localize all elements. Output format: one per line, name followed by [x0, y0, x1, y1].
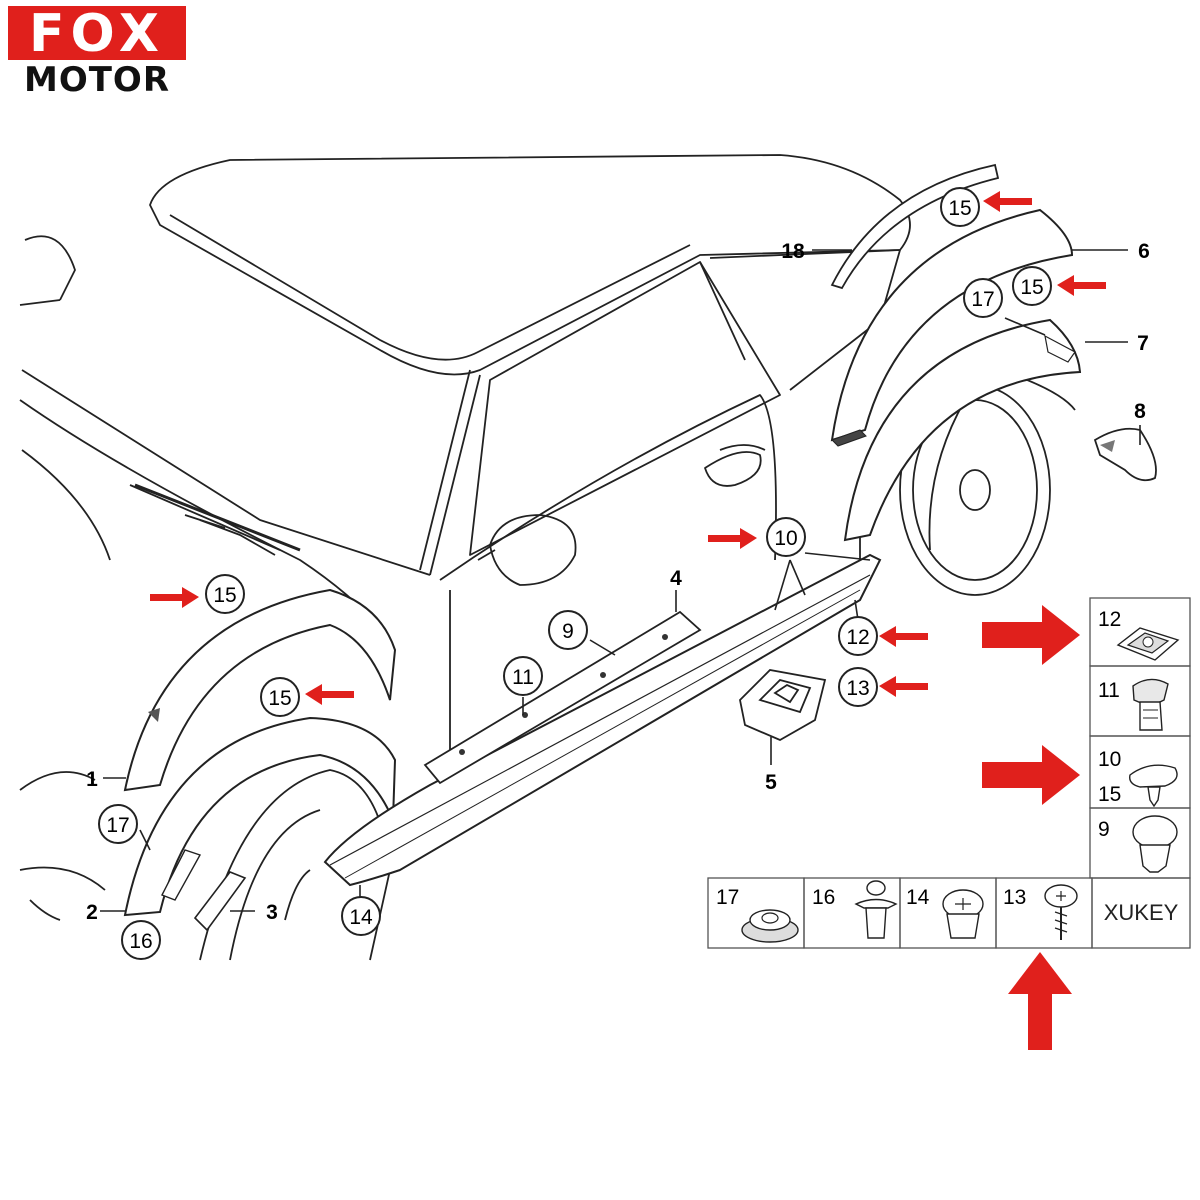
legend-cell-11: 11: [1098, 678, 1169, 731]
svg-text:16: 16: [812, 886, 835, 909]
legend-cell-13: 13: [1003, 884, 1078, 940]
svg-text:15: 15: [948, 197, 971, 220]
red-arrow-left: [1057, 275, 1106, 296]
part-18-trim-strip: [830, 163, 1000, 290]
callout-6: 6: [1138, 240, 1150, 263]
svg-text:11: 11: [512, 666, 534, 689]
svg-text:16: 16: [129, 930, 152, 953]
callout-9: 9: [548, 610, 588, 650]
big-red-arrow-right: [982, 605, 1080, 665]
svg-text:12: 12: [846, 626, 869, 649]
callout-8: 8: [1134, 400, 1146, 423]
big-red-arrow-up: [1008, 952, 1072, 1050]
svg-text:15: 15: [213, 584, 236, 607]
svg-text:17: 17: [971, 288, 994, 311]
svg-text:9: 9: [562, 620, 574, 643]
svg-text:13: 13: [1003, 886, 1026, 909]
part-6-rear-wheel-arch: [830, 208, 1074, 442]
car-body-outline: [19, 154, 1076, 921]
callout-5: 5: [765, 771, 777, 794]
leader-lines: [100, 249, 1141, 912]
part-9-inner-strip: [423, 610, 702, 785]
callout-15-rear-mid: 15: [1012, 266, 1052, 306]
legend-cell-17: 17: [716, 886, 799, 943]
callout-17-rear: 17: [963, 278, 1003, 318]
part-2-front-inner-arch: [123, 716, 397, 917]
red-arrows: [150, 191, 1106, 1050]
callout-16: 16: [121, 920, 161, 960]
svg-text:14: 14: [349, 906, 373, 929]
part-4-side-skirt: [323, 553, 882, 887]
red-arrow-left: [305, 684, 354, 705]
svg-text:15: 15: [268, 687, 291, 710]
svg-text:10: 10: [774, 527, 797, 550]
logo-motor-text: MOTOR: [23, 60, 170, 100]
logo-fox-text: FOX: [8, 6, 186, 62]
callout-11: 11: [503, 656, 543, 696]
svg-text:14: 14: [906, 886, 930, 909]
svg-text:15: 15: [1020, 276, 1043, 299]
svg-text:12: 12: [1098, 608, 1121, 631]
big-red-arrow-right: [982, 745, 1080, 805]
part-3-flap: [193, 871, 247, 932]
svg-text:11: 11: [1098, 679, 1120, 702]
part-1-front-wheel-arch: [123, 588, 397, 792]
part-7-rear-inner-arch: [843, 318, 1082, 542]
callout-2: 2: [86, 901, 98, 924]
legend-cell-12: 12: [1098, 608, 1180, 661]
svg-text:10: 10: [1098, 748, 1121, 771]
svg-text:17: 17: [716, 886, 739, 909]
callout-3: 3: [266, 901, 278, 924]
part-8-end-cap: [1093, 427, 1157, 482]
callout-15-top: 15: [940, 187, 980, 227]
svg-text:15: 15: [1098, 783, 1121, 806]
svg-text:13: 13: [846, 677, 869, 700]
callout-12: 12: [838, 616, 878, 656]
callout-18: 18: [781, 240, 805, 263]
callout-15-front-mid: 15: [260, 677, 300, 717]
legend-cell-14: 14: [906, 886, 984, 939]
red-arrow-right: [150, 587, 199, 608]
svg-text:17: 17: [106, 814, 129, 837]
red-arrow-left: [879, 676, 928, 697]
callout-15-front-top: 15: [205, 574, 245, 614]
legend-cell-16: 16: [812, 880, 898, 939]
callout-17-front: 17: [98, 804, 138, 844]
callout-13: 13: [838, 667, 878, 707]
fox-motor-logo: FOX MOTOR: [8, 6, 186, 98]
red-arrow-left: [983, 191, 1032, 212]
red-arrow-right: [708, 528, 757, 549]
callout-10: 10: [766, 517, 806, 557]
callout-1: 1: [86, 768, 98, 791]
callout-7: 7: [1137, 332, 1149, 355]
legend-cell-10-15: 10 15: [1098, 748, 1178, 808]
callout-14: 14: [341, 896, 381, 936]
legend-grid: [707, 597, 1191, 949]
svg-text:9: 9: [1098, 818, 1110, 841]
red-arrow-left: [879, 626, 928, 647]
legend-brand-label: XUKEY: [1104, 900, 1179, 925]
legend-cell-9: 9: [1098, 815, 1178, 873]
part-5-jack-pad: [739, 669, 827, 742]
callout-4: 4: [670, 567, 682, 590]
